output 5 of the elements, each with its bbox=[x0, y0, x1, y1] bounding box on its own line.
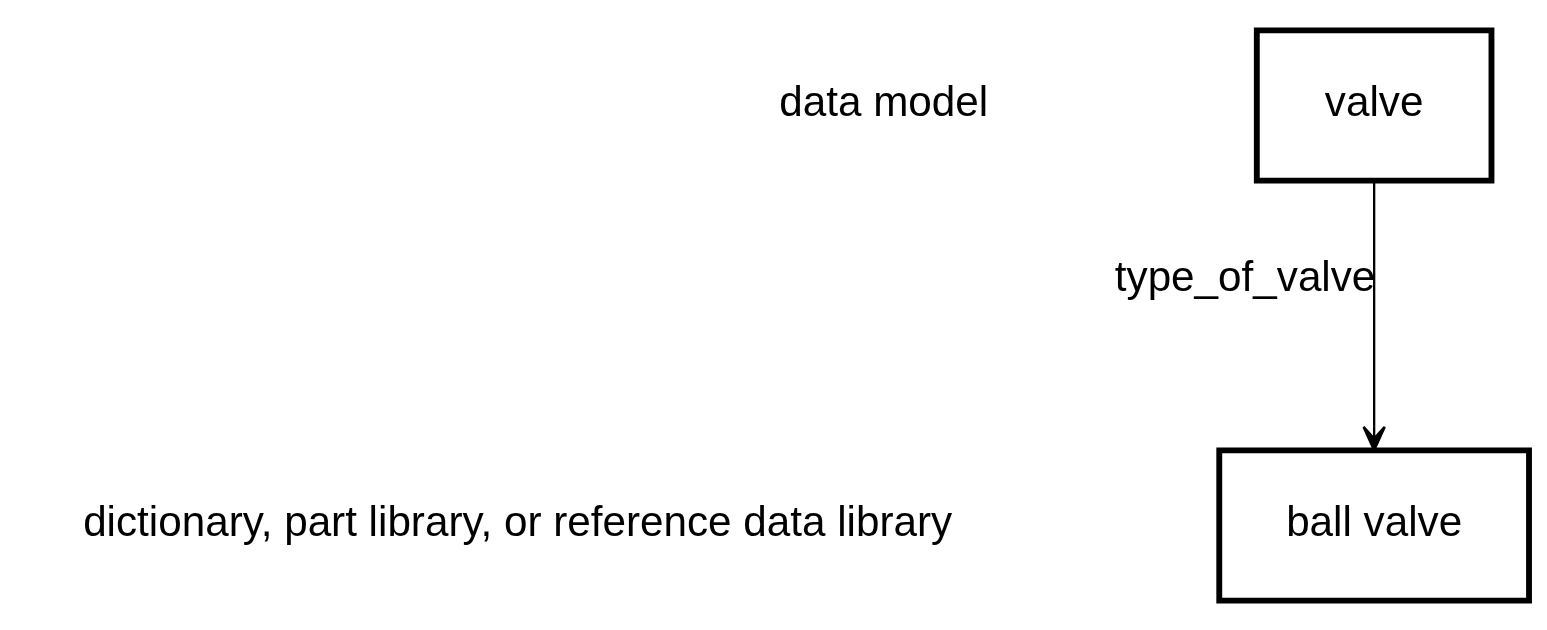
node-box: ball valve bbox=[1215, 447, 1532, 604]
label: dictionary, part library, or reference data library bbox=[82, 497, 952, 545]
edge-label: type_of_valve bbox=[1114, 252, 1375, 300]
label: data model bbox=[778, 77, 988, 125]
node-box: valve bbox=[1253, 26, 1494, 183]
